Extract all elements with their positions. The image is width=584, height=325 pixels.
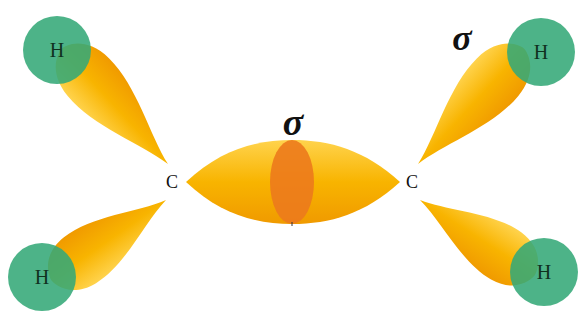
atom-symbol: H xyxy=(534,41,548,64)
center-tick xyxy=(292,222,293,226)
atom-label: C xyxy=(166,173,178,191)
hydrogen-atom: H xyxy=(507,18,575,86)
atom-symbol: H xyxy=(50,39,64,62)
overlap-region xyxy=(270,140,314,224)
hydrogen-atom: H xyxy=(510,238,578,306)
sigma-label: σ xyxy=(283,103,303,141)
atom-symbol: H xyxy=(537,261,551,284)
atom-symbol: H xyxy=(35,266,49,289)
hydrogen-atom: H xyxy=(8,243,76,311)
sigma-label: σ xyxy=(452,20,471,56)
sigma-bond-lobe xyxy=(186,140,400,224)
sp2-lobe xyxy=(35,29,550,303)
atom-label: C xyxy=(406,173,418,191)
hydrogen-atom: H xyxy=(23,16,91,84)
